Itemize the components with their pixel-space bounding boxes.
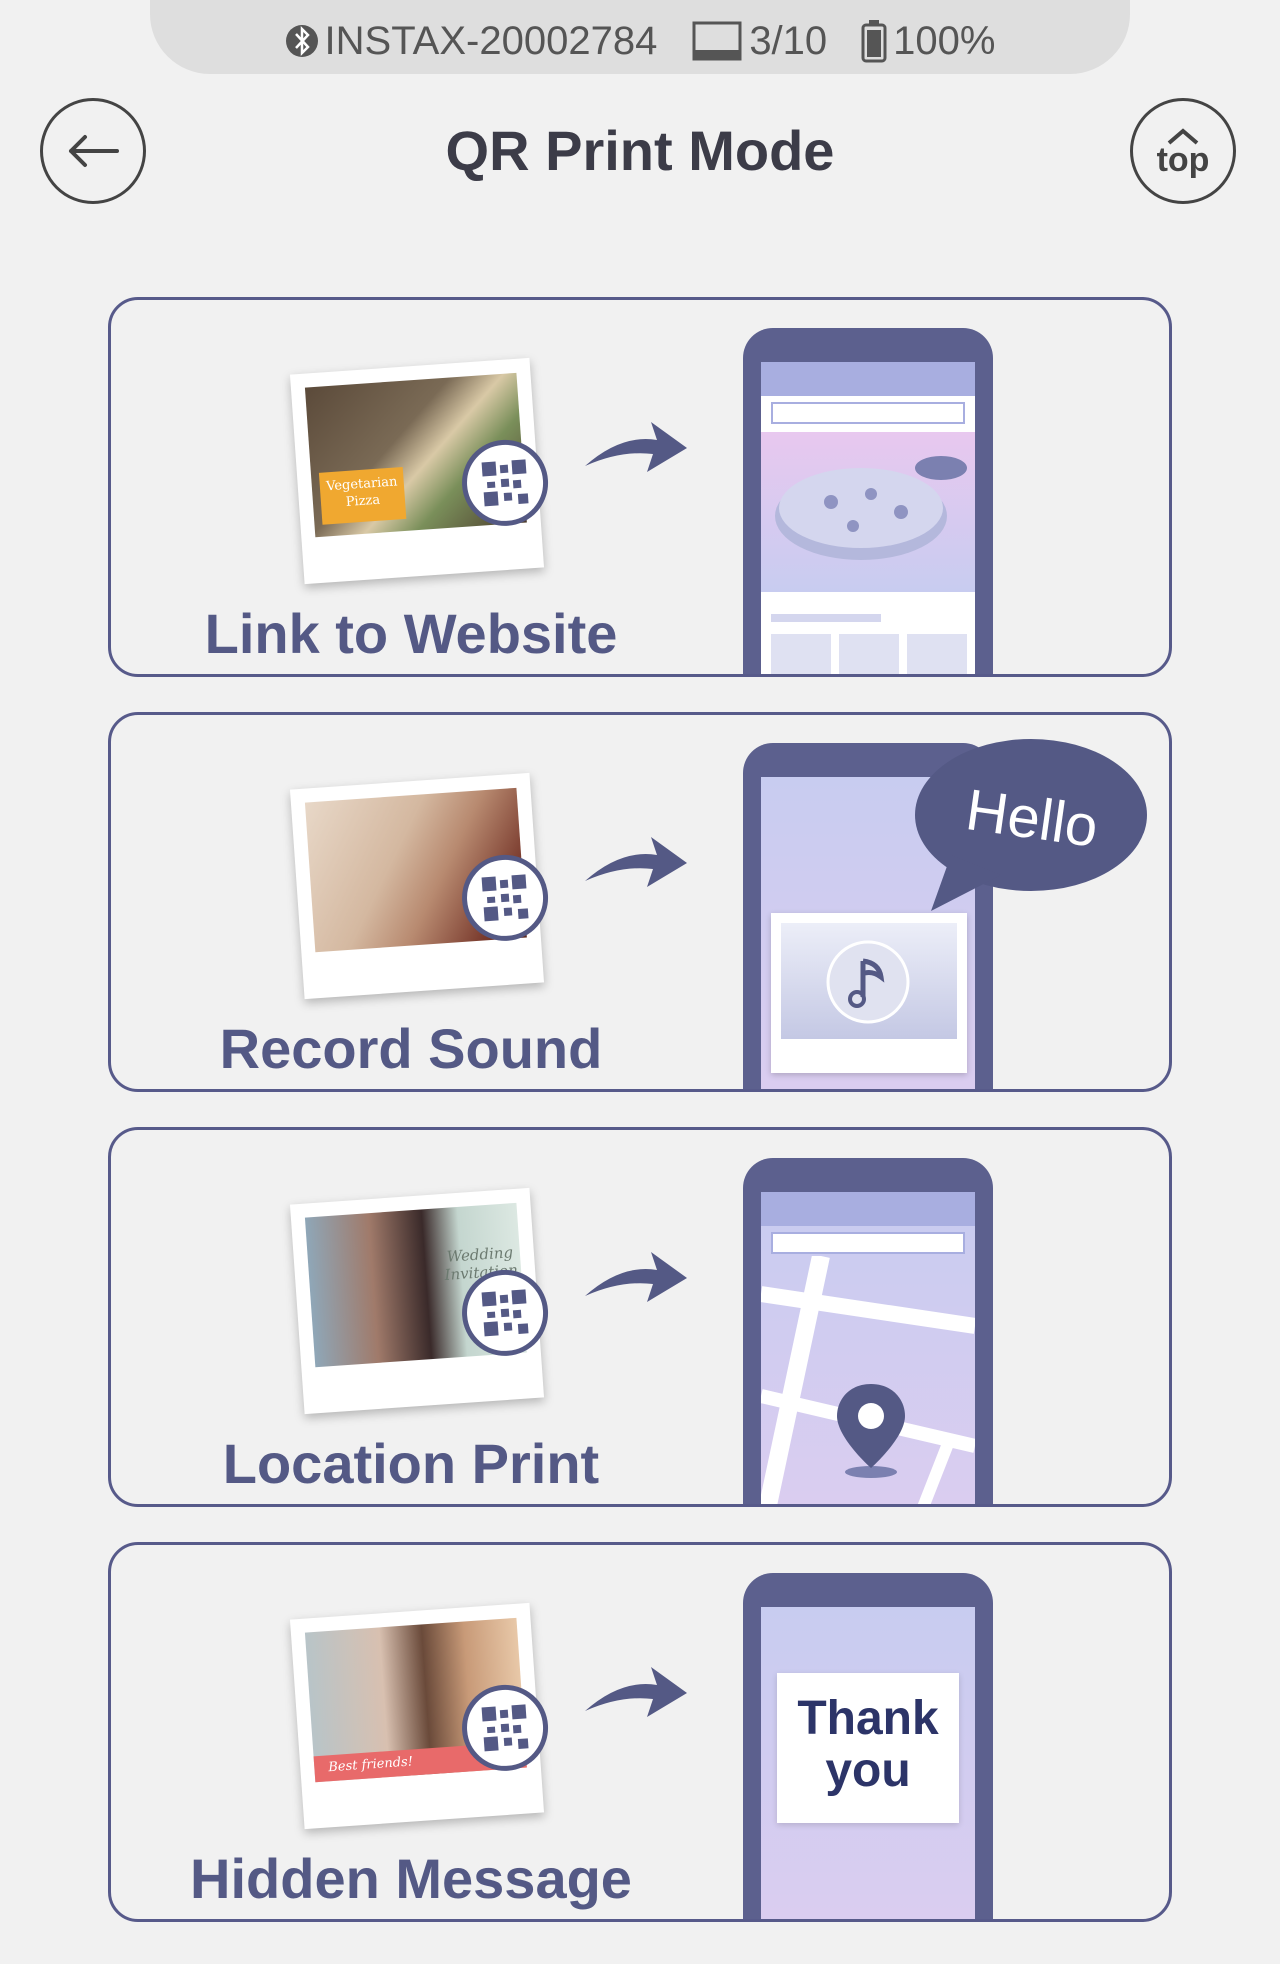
mode-card-record-sound[interactable]: Hello Record Sound <box>108 712 1172 1092</box>
photo-card <box>771 913 967 1073</box>
sample-photo <box>289 772 551 1000</box>
battery-level: 100% <box>893 18 996 63</box>
chevron-up-icon <box>1167 128 1199 145</box>
sample-photo: Best friends! <box>289 1602 551 1830</box>
message-screen: Thank you <box>761 1607 975 1919</box>
phone-illustration: Thank you <box>743 1573 993 1919</box>
qr-code-icon <box>459 436 551 529</box>
battery-icon <box>861 20 887 63</box>
top-button[interactable]: top <box>1130 98 1236 204</box>
mode-label: Location Print <box>222 1432 600 1495</box>
speech-bubble <box>915 739 1147 911</box>
film-count: 3/10 <box>691 1 827 64</box>
search-bar <box>771 402 965 424</box>
mode-card-link-to-website[interactable]: Vegetarian Pizza <box>108 297 1172 677</box>
qr-code-icon <box>459 851 551 944</box>
mode-label: Link to Website <box>204 602 618 665</box>
message-card: Thank you <box>777 1673 959 1823</box>
music-note-icon <box>826 940 910 1024</box>
bluetooth-icon <box>285 25 318 57</box>
photo-caption-label: Vegetarian Pizza <box>318 466 407 525</box>
location-pin-icon <box>837 1384 905 1478</box>
qr-code-icon <box>459 1266 551 1359</box>
message-line-1: Thank <box>797 1692 939 1745</box>
prints-remaining: 3/10 <box>749 18 828 63</box>
right-arrow-icon <box>585 1252 687 1302</box>
mode-label: Hidden Message <box>190 1847 632 1910</box>
header: QR Print Mode top <box>0 90 1280 220</box>
phone-illustration <box>743 1158 993 1504</box>
mode-label: Record Sound <box>219 1017 603 1080</box>
pizza-icon <box>775 456 967 560</box>
qr-code-icon <box>459 1681 551 1774</box>
device-name: INSTAX-20002784 <box>324 18 658 63</box>
right-arrow-icon <box>585 837 687 887</box>
phone-illustration <box>743 328 993 674</box>
back-button[interactable] <box>40 98 146 204</box>
page-title: QR Print Mode <box>445 119 835 182</box>
mode-card-hidden-message[interactable]: Best friends! Thank you Hidden Message <box>108 1542 1172 1922</box>
map-screen <box>761 1192 975 1504</box>
back-arrow-icon <box>69 135 119 167</box>
message-line-2: you <box>825 1744 911 1797</box>
top-label: top <box>1156 140 1210 179</box>
connection-status: INSTAX-20002784 <box>285 1 658 64</box>
sample-photo: Wedding Invitation <box>289 1187 551 1415</box>
film-icon <box>692 21 742 61</box>
pizza-banner <box>761 432 975 592</box>
battery-status: 100% <box>861 1 995 64</box>
search-bar <box>771 1232 965 1254</box>
website-screen <box>761 362 975 674</box>
mode-card-location-print[interactable]: Wedding Invitation <box>108 1127 1172 1507</box>
printer-status-bar: INSTAX-20002784 3/10 100% <box>150 0 1130 74</box>
right-arrow-icon <box>585 1667 687 1717</box>
sample-photo: Vegetarian Pizza <box>289 357 551 585</box>
right-arrow-icon <box>585 422 687 472</box>
